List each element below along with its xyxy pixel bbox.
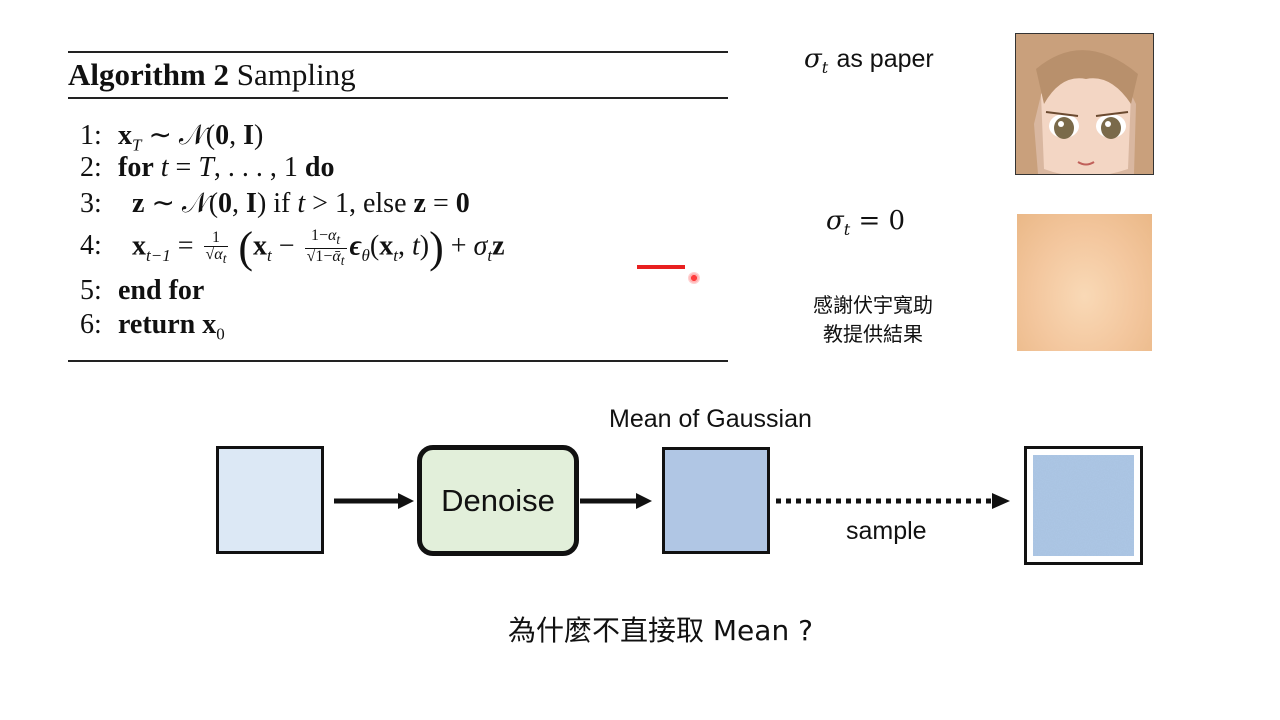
arrow-input-to-denoise bbox=[334, 493, 414, 509]
denoise-block: Denoise bbox=[417, 445, 579, 556]
laser-pointer-dot bbox=[688, 272, 700, 284]
algorithm-line-1: 1:xT ∼ 𝒩(0, I) bbox=[80, 120, 264, 155]
algorithm-bottom-rule bbox=[68, 360, 728, 362]
mean-of-gaussian-label: Mean of Gaussian bbox=[609, 405, 812, 433]
question-text: 為什麼不直接取 Mean ? bbox=[508, 614, 813, 647]
algorithm-line-3: 3: z ∼ 𝒩(0, I) if t > 1, else z = 0 bbox=[80, 188, 470, 219]
sigma-as-paper-label: σt as paper bbox=[804, 44, 934, 77]
dotted-sample-arrow bbox=[776, 493, 1010, 509]
algorithm-title: Algorithm 2 Sampling bbox=[68, 57, 356, 92]
noisy-sample-image-box bbox=[1024, 446, 1143, 565]
anime-face-sample-image bbox=[1015, 33, 1154, 175]
anime-face-illustration bbox=[1016, 34, 1153, 174]
acknowledgement-text: 感謝伏宇寬助 教提供結果 bbox=[813, 293, 933, 346]
sample-label: sample bbox=[846, 517, 927, 545]
noise-texture bbox=[1033, 455, 1134, 556]
mean-image-box bbox=[662, 447, 770, 554]
sigma-zero-label: σt = 0 bbox=[826, 206, 906, 239]
algorithm-top-rule bbox=[68, 51, 728, 53]
algorithm-title-rule bbox=[68, 97, 728, 99]
algorithm-line-6: 6:return x0 bbox=[80, 309, 225, 344]
algorithm-line-5: 5:end for bbox=[80, 275, 205, 306]
arrow-denoise-to-mean bbox=[580, 493, 652, 509]
sigma-z-underline bbox=[637, 265, 685, 269]
input-image-box bbox=[216, 446, 324, 554]
blurry-mean-sample-image bbox=[1017, 214, 1152, 351]
algorithm-line-2: 2:for t = T, . . . , 1 do bbox=[80, 152, 335, 183]
